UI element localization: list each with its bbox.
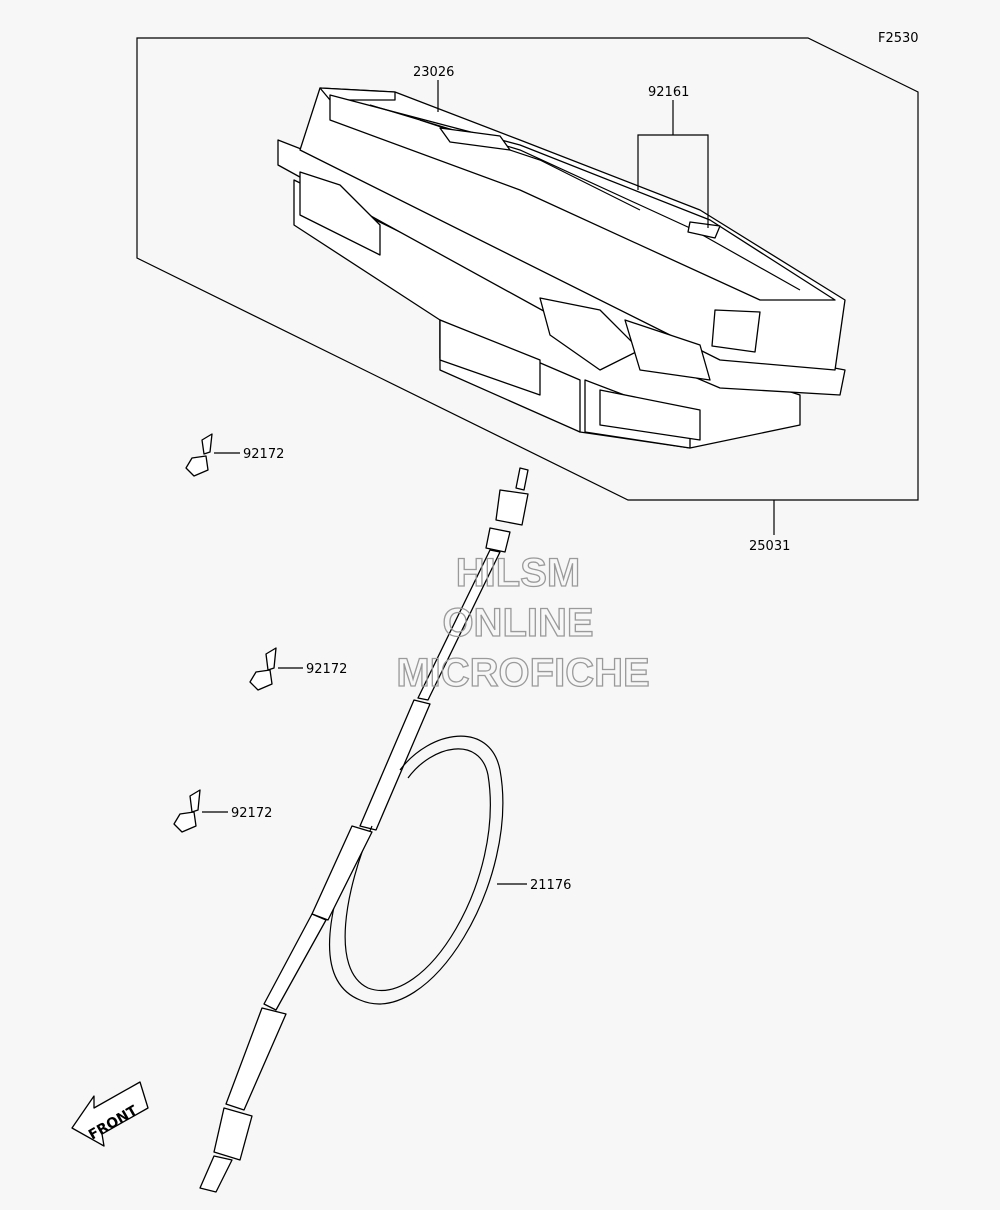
- screw-low[interactable]: [173, 789, 201, 833]
- diagram-ref-code: F2530: [878, 31, 919, 46]
- part-label-21176[interactable]: 21176: [530, 878, 571, 893]
- watermark-line-2: ONLINE: [442, 601, 593, 645]
- part-label-92161[interactable]: 92161: [648, 85, 689, 100]
- speedometer-cable[interactable]: [199, 467, 529, 1193]
- screw-mid[interactable]: [249, 647, 277, 691]
- watermark: HILSM ONLINE MICROFICHE: [396, 550, 651, 695]
- watermark-line-3: MICROFICHE: [396, 651, 649, 695]
- part-label-92172-mid[interactable]: 92172: [306, 662, 347, 677]
- part-label-23026[interactable]: 23026: [413, 65, 454, 80]
- assembly-boundary: [136, 37, 919, 501]
- part-label-25031[interactable]: 25031: [749, 539, 790, 554]
- part-label-92172-low[interactable]: 92172: [231, 806, 272, 821]
- part-label-92172-top[interactable]: 92172: [243, 447, 284, 462]
- watermark-line-1: HILSM: [456, 551, 580, 595]
- front-direction-arrow: FRONT: [71, 1081, 149, 1147]
- screw-top[interactable]: [185, 433, 213, 477]
- meter-assembly-drawing[interactable]: [277, 87, 846, 449]
